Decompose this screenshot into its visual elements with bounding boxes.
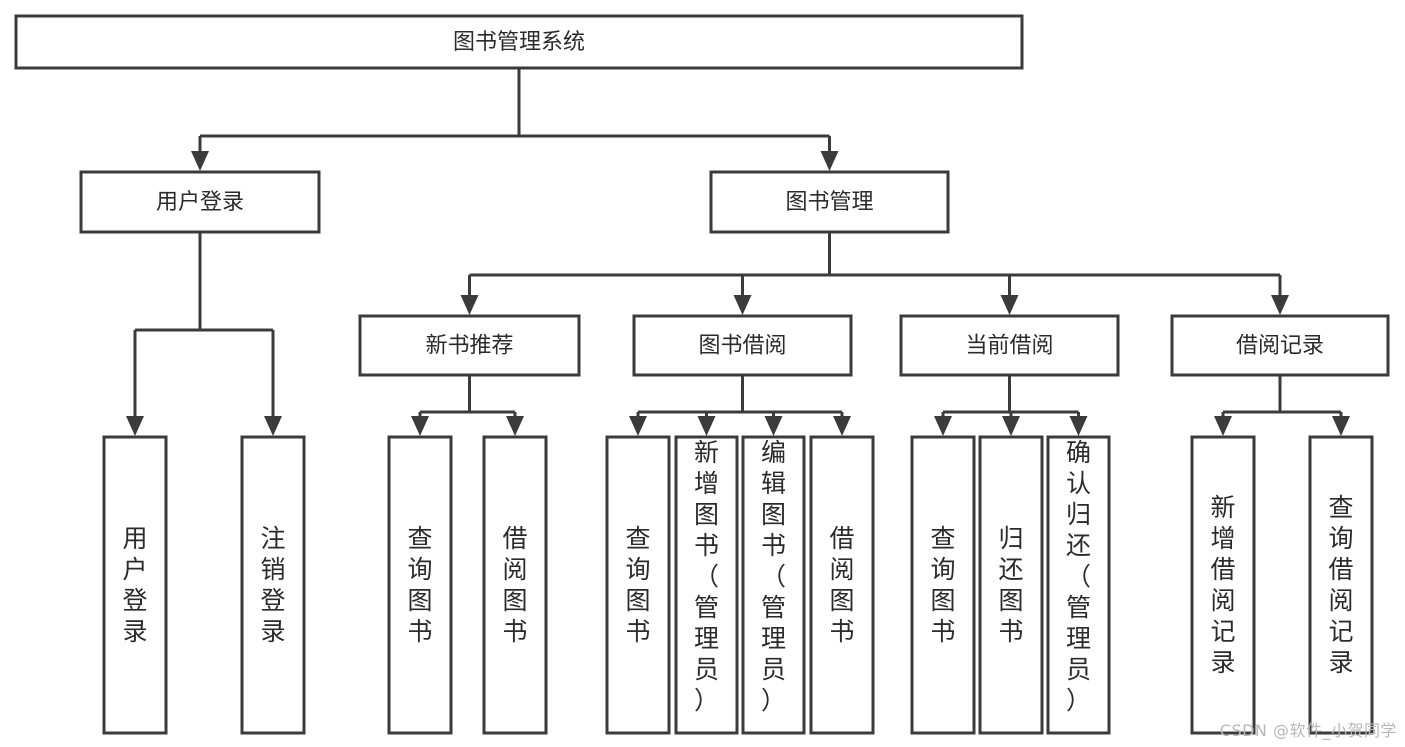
node-book-borrow[interactable]: 图书借阅 [632,314,853,377]
leaf-leaf-add-book-label: 新增图书（管理员） [694,438,719,715]
node-user-login-label: 用户登录 [156,190,244,215]
leaf-leaf-add-record-label: 新增借阅记录 [1210,493,1235,677]
leaf-leaf-logout-label: 注销登录 [260,524,285,646]
node-new-book-rec[interactable]: 新书推荐 [358,314,581,377]
leaf-leaf-edit-book-label: 编辑图书（管理员） [761,438,786,715]
leaf-leaf-query-record[interactable]: 查询借阅记录 [1308,435,1374,735]
leaf-leaf-add-book-box [674,435,739,735]
arrow-new-book-rec-to-leaf-query-book-rec [411,416,429,436]
leaf-leaf-query-book-rec[interactable]: 查询图书 [387,435,453,735]
node-book-manage-label: 图书管理 [785,190,873,215]
nodes-layer: 图书管理系统用户登录图书管理新书推荐图书借阅当前借阅借阅记录用户登录注销登录查询… [14,14,1390,735]
arrow-new-book-rec-to-leaf-borrow-book-rec [506,416,524,436]
leaf-leaf-query-book-cur-label: 查询图书 [930,524,955,646]
node-root-root-box [14,14,1024,70]
leaf-leaf-logout[interactable]: 注销登录 [240,435,306,735]
leaf-leaf-borrow-book-rec-label: 借阅图书 [502,524,527,646]
node-borrow-record[interactable]: 借阅记录 [1170,314,1390,377]
leaf-leaf-query-book-rec-label: 查询图书 [407,524,432,646]
arrow-userlogin-to-leaf-logout [264,416,282,436]
arrow-book-borrow-to-leaf-edit-book [764,416,783,436]
leaf-leaf-borrow-book-label: 借阅图书 [829,524,854,646]
arrow-book-borrow-to-leaf-borrow-book [833,416,851,436]
node-user-login-box [79,170,321,234]
leaf-leaf-add-record-box [1190,435,1256,735]
arrow-userlogin-to-leaf-user-login [126,416,144,436]
node-book-manage-box [709,170,950,234]
node-book-borrow-label: 图书借阅 [698,334,786,359]
arrow-current-borrow-to-leaf-confirm-return [1069,416,1088,436]
arrow-bookmanage-to-current-borrow [1000,295,1019,315]
node-borrow-record-box [1170,314,1390,377]
node-borrow-record-label: 借阅记录 [1236,334,1324,359]
arrow-borrow-record-to-leaf-add-record [1214,416,1232,436]
arrow-bookmanage-to-borrow-record [1271,295,1289,315]
arrow-current-borrow-to-leaf-query-book-cur [934,416,952,436]
node-user-login[interactable]: 用户登录 [79,170,321,234]
leaf-leaf-query-record-box [1308,435,1374,735]
node-current-borrow[interactable]: 当前借阅 [899,314,1120,377]
arrow-root-to-user-login [191,151,209,171]
leaf-leaf-borrow-book-rec[interactable]: 借阅图书 [482,435,548,735]
leaf-leaf-edit-book-box [741,435,806,735]
leaf-leaf-query-book-rec-box [387,435,453,735]
node-root-root-label: 图书管理系统 [453,30,585,55]
node-current-borrow-label: 当前借阅 [965,334,1053,359]
leaf-leaf-query-book-borrow-label: 查询图书 [625,524,650,646]
leaf-leaf-return-book-box [978,435,1044,735]
leaf-leaf-borrow-book-box [809,435,875,735]
leaf-leaf-query-book-borrow[interactable]: 查询图书 [605,435,671,735]
leaf-leaf-logout-box [240,435,306,735]
leaf-leaf-return-book[interactable]: 归还图书 [978,435,1044,735]
arrow-current-borrow-to-leaf-return-book [1002,416,1020,436]
leaf-leaf-query-book-cur-box [910,435,976,735]
arrow-book-borrow-to-leaf-add-book [697,416,716,436]
leaf-leaf-query-record-label: 查询借阅记录 [1328,493,1353,677]
leaf-leaf-borrow-book-rec-box [482,435,548,735]
leaf-leaf-user-login-box [102,435,168,735]
node-book-manage[interactable]: 图书管理 [709,170,950,234]
arrow-borrow-record-to-leaf-query-record [1332,416,1350,436]
leaf-leaf-user-login-label: 用户登录 [122,524,147,646]
node-current-borrow-box [899,314,1120,377]
leaf-leaf-confirm-return-box [1046,435,1111,735]
leaf-leaf-confirm-return[interactable]: 确认归还（管理员） [1046,435,1111,735]
leaf-leaf-query-book-borrow-box [605,435,671,735]
connectors-layer [126,68,1350,436]
arrow-book-borrow-to-leaf-query-book-borrow [629,416,647,436]
leaf-leaf-add-book[interactable]: 新增图书（管理员） [674,435,739,735]
leaf-leaf-add-record[interactable]: 新增借阅记录 [1190,435,1256,735]
arrow-bookmanage-to-new-book-rec [460,295,479,315]
csdn-watermark: CSDN @软件_小贺同学 [1219,721,1397,740]
node-book-borrow-box [632,314,853,377]
leaf-leaf-query-book-cur[interactable]: 查询图书 [910,435,976,735]
node-root-root[interactable]: 图书管理系统 [14,14,1024,70]
arrow-root-to-book-manage [820,151,839,171]
leaf-leaf-borrow-book[interactable]: 借阅图书 [809,435,875,735]
node-new-book-rec-label: 新书推荐 [425,334,513,359]
arrow-bookmanage-to-book-borrow [733,295,752,315]
node-new-book-rec-box [358,314,581,377]
leaf-leaf-confirm-return-label: 确认归还（管理员） [1066,438,1091,715]
leaf-leaf-return-book-label: 归还图书 [998,524,1023,646]
leaf-leaf-edit-book[interactable]: 编辑图书（管理员） [741,435,806,735]
leaf-leaf-user-login[interactable]: 用户登录 [102,435,168,735]
